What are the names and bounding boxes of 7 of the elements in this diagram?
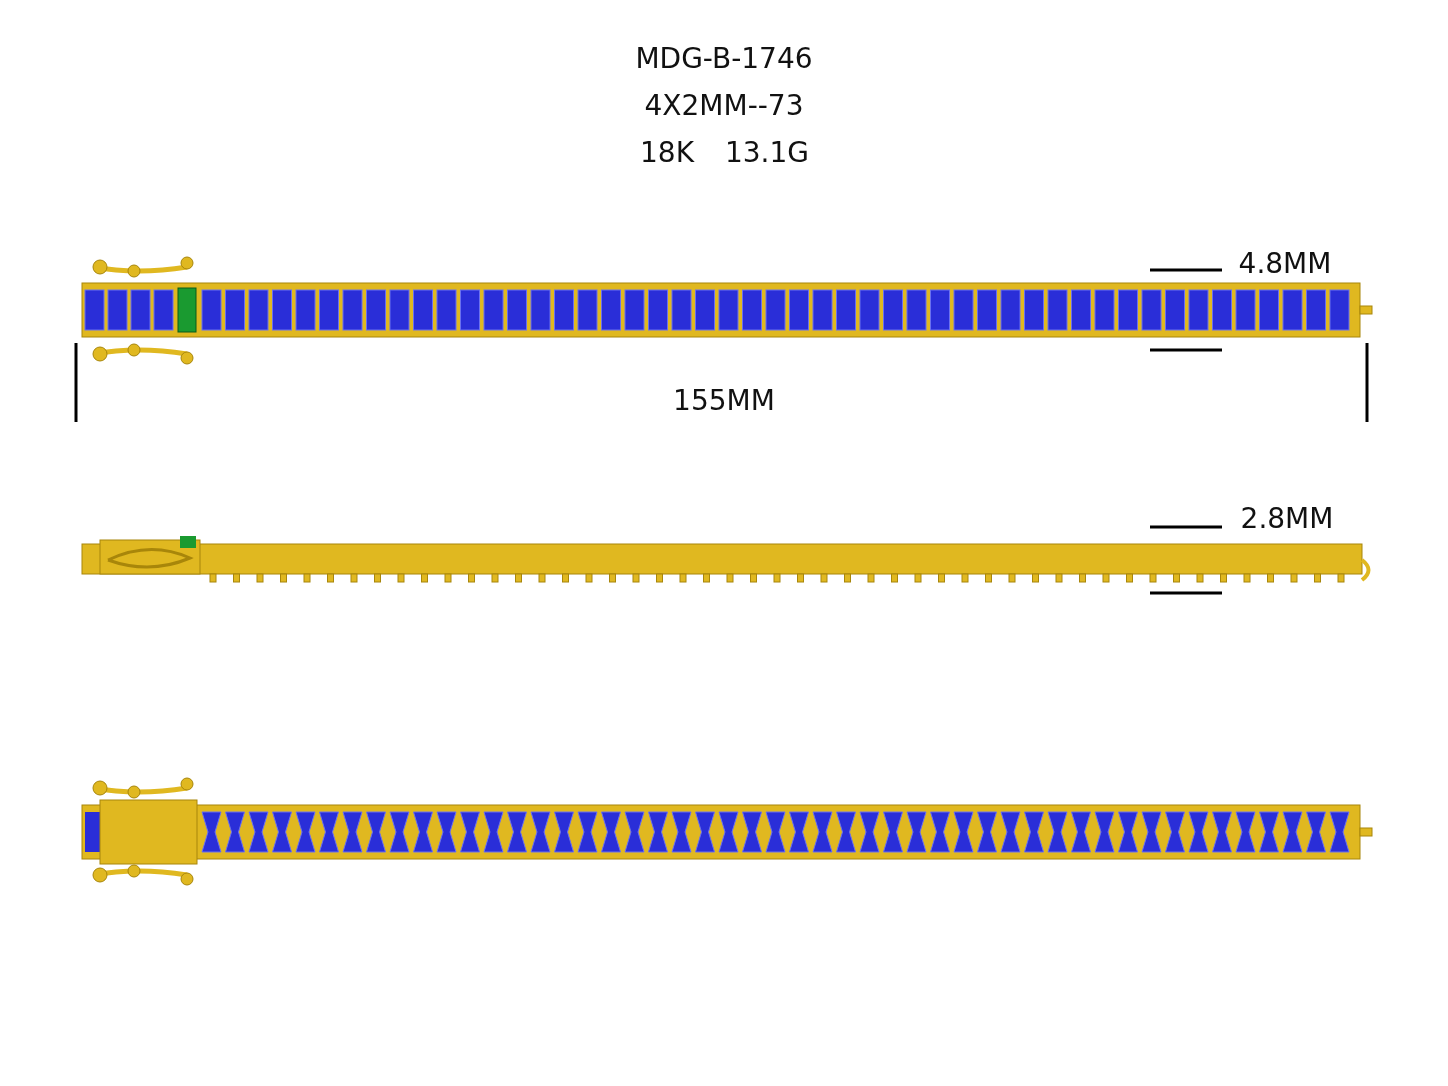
dimension-label: 2.8MM xyxy=(1240,501,1334,535)
stone-spec: 4X2MM--73 xyxy=(644,88,804,122)
product-code: MDG-B-1746 xyxy=(635,41,813,75)
dimension-label: 155MM xyxy=(673,383,775,417)
metal-purity: 18K xyxy=(640,135,694,169)
weight-value: 13.1G xyxy=(725,135,809,169)
dimension-label: 4.8MM xyxy=(1238,246,1332,280)
